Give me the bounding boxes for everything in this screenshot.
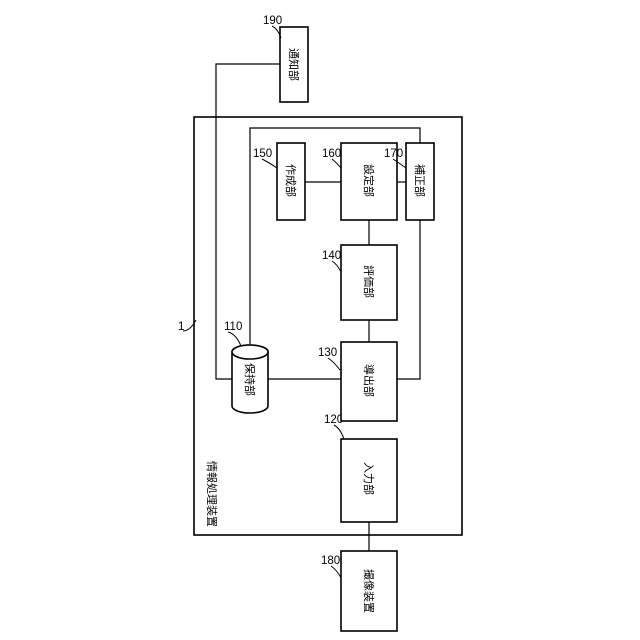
correct-label: 補正部 — [413, 164, 427, 197]
evaluate-label: 評価部 — [362, 265, 376, 298]
camera-ref: 180 — [321, 555, 340, 567]
notify-ref: 190 — [263, 15, 282, 27]
derive-label: 導出部 — [362, 364, 376, 397]
wire-correct-derive — [397, 220, 420, 379]
derive-ref: 130 — [318, 347, 337, 359]
apparatus-title: 情報処理装置 — [205, 461, 218, 527]
create-label: 作成部 — [284, 164, 298, 197]
input-ref-leader — [334, 425, 344, 439]
storage-cylinder: 保持部 — [232, 345, 268, 413]
correct-ref: 170 — [384, 148, 403, 160]
notify-label: 通知部 — [287, 48, 301, 81]
storage-ref: 110 — [224, 321, 242, 333]
camera-ref-leader — [331, 566, 341, 578]
storage-label: 保持部 — [243, 363, 257, 396]
create-ref-leader — [262, 159, 277, 168]
create-ref: 150 — [253, 148, 272, 160]
setting-ref-leader — [332, 159, 341, 168]
setting-ref: 160 — [322, 148, 341, 160]
evaluate-ref: 140 — [322, 250, 341, 262]
setting-label: 設定部 — [362, 164, 376, 197]
storage-ref-leader — [228, 332, 241, 346]
evaluate-ref-leader — [332, 261, 341, 272]
derive-ref-leader — [328, 358, 340, 370]
input-label: 入力部 — [362, 462, 376, 495]
camera-label: 撮像装置 — [362, 569, 376, 613]
